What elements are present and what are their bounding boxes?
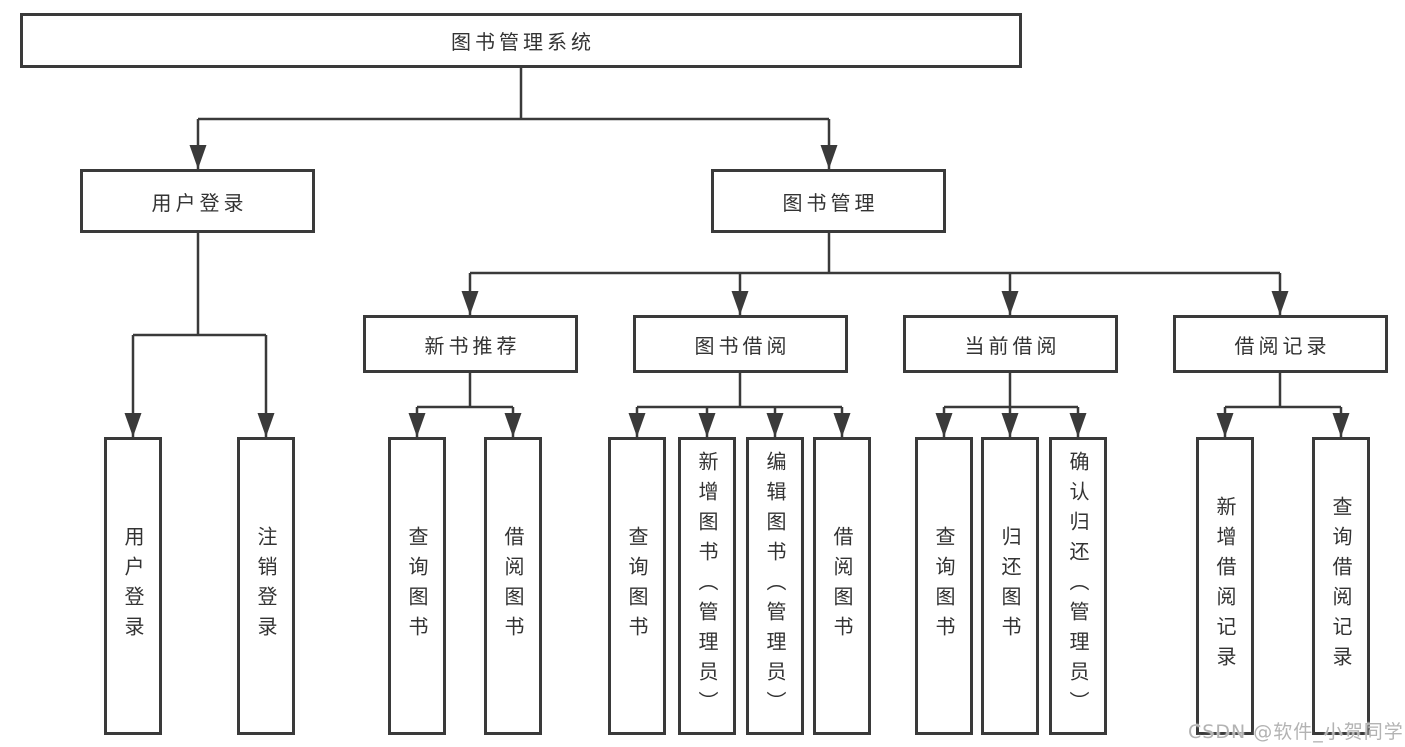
node-current-borrow: 当前借阅 xyxy=(903,315,1118,373)
leaf-borrow-add-books-admin: 新增图书（管理员） xyxy=(678,437,736,735)
leaf-label: 确认归还（管理员） xyxy=(1066,451,1090,721)
node-root: 图书管理系统 xyxy=(20,13,1022,68)
leaf-user-login: 用户登录 xyxy=(104,437,162,735)
leaf-recommend-query-books: 查询图书 xyxy=(388,437,446,735)
leaf-borrow-edit-books-admin: 编辑图书（管理员） xyxy=(746,437,804,735)
node-borrow-record: 借阅记录 xyxy=(1173,315,1388,373)
node-label: 当前借阅 xyxy=(964,333,1061,358)
leaf-label: 查询图书 xyxy=(625,526,649,646)
node-label: 新书推荐 xyxy=(424,333,521,358)
leaf-label: 用户登录 xyxy=(121,526,145,646)
node-label: 图书管理系统 xyxy=(451,30,595,54)
node-label: 图书借阅 xyxy=(694,333,791,358)
leaf-label: 编辑图书（管理员） xyxy=(763,451,787,721)
node-label: 借阅记录 xyxy=(1234,333,1331,358)
leaf-label: 查询借阅记录 xyxy=(1329,496,1353,676)
node-user-login: 用户登录 xyxy=(80,169,315,233)
leaf-label: 归还图书 xyxy=(998,526,1022,646)
leaf-label: 新增图书（管理员） xyxy=(695,451,719,721)
leaf-current-query-books: 查询图书 xyxy=(915,437,973,735)
leaf-record-add-borrow-record: 新增借阅记录 xyxy=(1196,437,1254,735)
node-book-management: 图书管理 xyxy=(711,169,946,233)
leaf-label: 借阅图书 xyxy=(830,526,854,646)
leaf-label: 查询图书 xyxy=(932,526,956,646)
leaf-current-return-books: 归还图书 xyxy=(981,437,1039,735)
node-label: 用户登录 xyxy=(151,190,248,215)
node-book-borrow: 图书借阅 xyxy=(633,315,848,373)
leaf-label: 查询图书 xyxy=(405,526,429,646)
watermark-text: CSDN @软件_小贺同学 xyxy=(1188,721,1404,743)
leaf-record-query-borrow-record: 查询借阅记录 xyxy=(1312,437,1370,735)
leaf-borrow-borrow-books: 借阅图书 xyxy=(813,437,871,735)
leaf-current-confirm-return-admin: 确认归还（管理员） xyxy=(1049,437,1107,735)
leaf-logout: 注销登录 xyxy=(237,437,295,735)
leaf-label: 借阅图书 xyxy=(501,526,525,646)
node-label: 图书管理 xyxy=(782,190,879,215)
leaf-borrow-query-books: 查询图书 xyxy=(608,437,666,735)
leaf-label: 新增借阅记录 xyxy=(1213,496,1237,676)
leaf-recommend-borrow-books: 借阅图书 xyxy=(484,437,542,735)
node-new-book-recommend: 新书推荐 xyxy=(363,315,578,373)
leaf-label: 注销登录 xyxy=(254,526,278,646)
